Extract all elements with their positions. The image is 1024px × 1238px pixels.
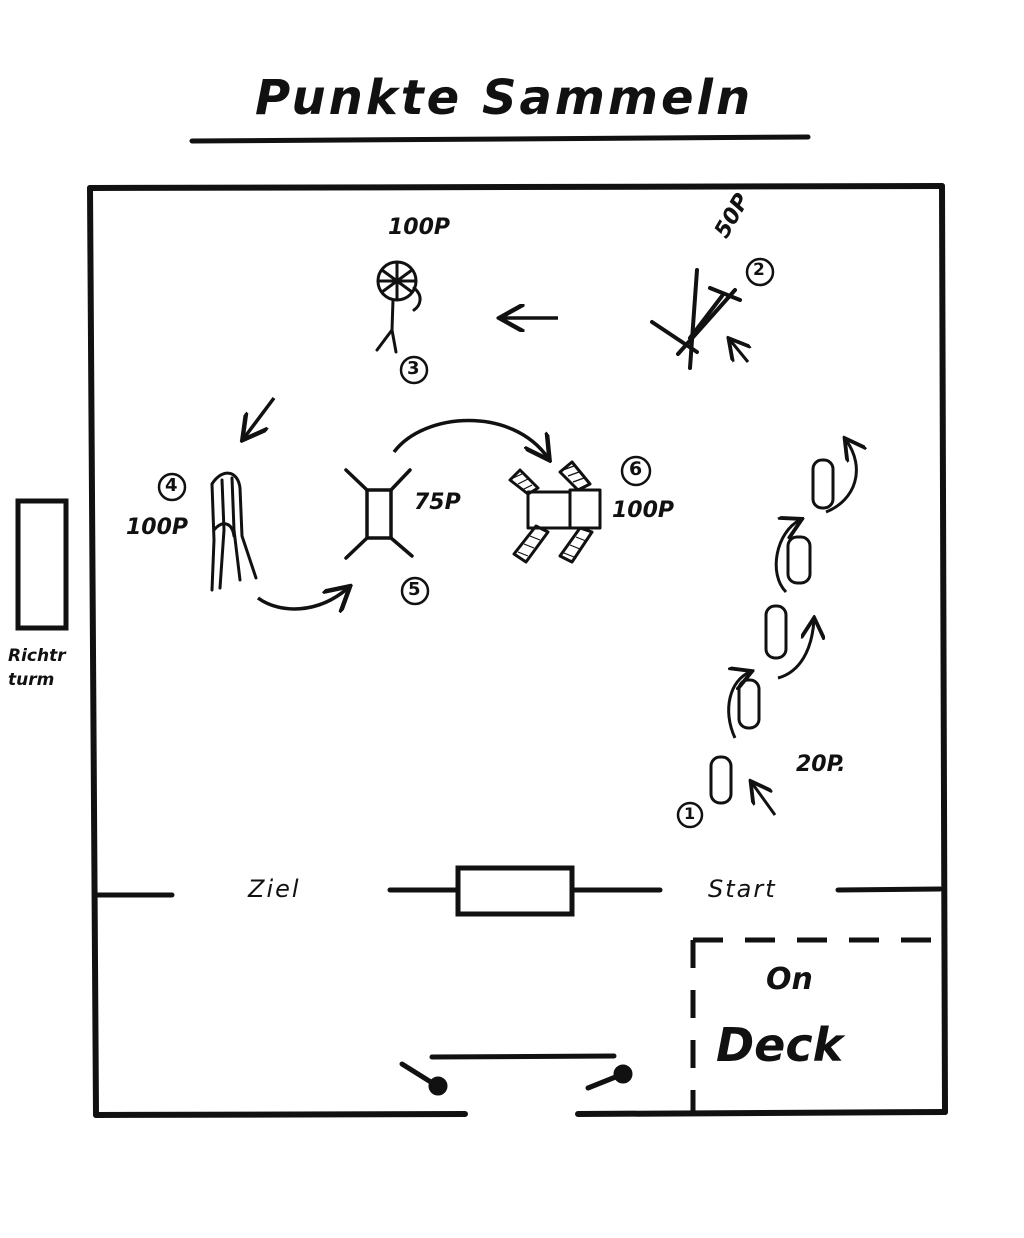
curtain-icon [210,471,258,592]
station-4-number: 4 [165,475,178,496]
station-3-number: 3 [407,358,420,379]
ramp-icon [508,460,602,564]
station-6-number: 6 [629,458,643,480]
on-deck-area [690,937,940,1113]
entry-gate-bar [429,1053,617,1060]
station-1-points: 20P. [796,752,846,777]
station-6-points: 100P [612,498,675,523]
station-5-points: 75P [414,490,461,515]
umbrella-figure-icon [375,260,422,354]
entry-arrow-icon [399,1061,448,1096]
title-underline [189,134,811,144]
on-deck-label-line2: Deck [716,1018,844,1072]
judge-tower-label-line2: turm [8,670,55,690]
arena-outline [87,183,948,1118]
arrow-3-to-4 [244,396,276,438]
start-finish-line [93,886,943,898]
bridge-icon [344,468,414,560]
arrow-4-to-5 [256,588,348,609]
station-5-number: 5 [408,579,421,600]
judge-tower [15,498,69,631]
barrels-path-arrows [727,440,857,816]
start-gate [455,865,575,917]
judge-tower-label-line1: Richtr [8,646,66,666]
finish-label: Ziel [248,875,301,903]
station-number-circles [157,257,775,829]
station-3-points: 100P [388,215,451,240]
arrow-5-to-6 [392,418,548,459]
jump-approach-arrow [730,340,748,363]
page-title: Punkte Sammeln [255,70,754,126]
ramp-hatching [512,465,587,558]
station-2-number: 2 [753,260,765,280]
start-label: Start [708,875,777,903]
on-deck-label-line1: On [766,962,813,997]
jump-icon [650,268,742,370]
exit-arrow-icon [585,1064,633,1091]
station-1-number: 1 [684,804,696,823]
station-4-points: 100P [126,515,189,540]
